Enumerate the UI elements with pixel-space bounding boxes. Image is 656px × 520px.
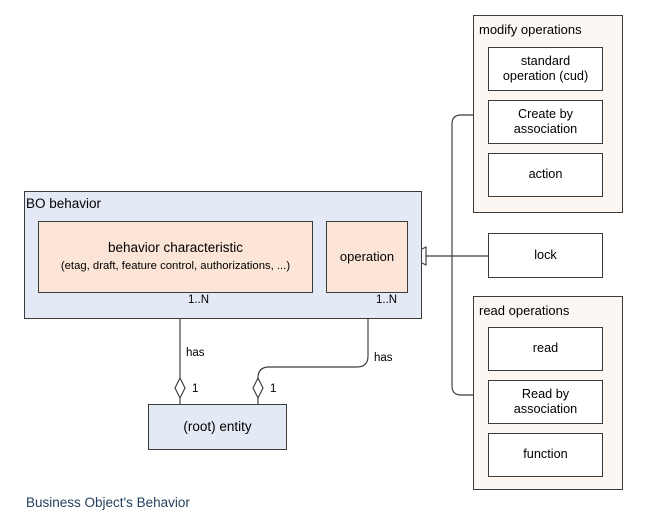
leaf-read-line1: read	[532, 341, 559, 356]
diagram-caption: Business Object's Behavior	[26, 495, 190, 510]
multiplicity-operation: 1..N	[376, 294, 398, 306]
multiplicity-entity-behavior-end: 1	[192, 383, 199, 395]
leaf-function[interactable]: function	[488, 433, 603, 477]
group-modify-operations-title: modify operations	[479, 22, 582, 37]
behavior-characteristic-node[interactable]: behavior characteristic (etag, draft, fe…	[38, 221, 313, 293]
operation-title: operation	[339, 249, 395, 265]
leaf-read-by-association-line1: Read by	[521, 386, 570, 401]
operation-node[interactable]: operation	[326, 221, 408, 293]
root-entity-node[interactable]: (root) entity	[148, 404, 287, 450]
association-label-operation-has: has	[374, 352, 393, 364]
leaf-create-by-association-line1: Create by	[517, 106, 573, 121]
leaf-standard-operation[interactable]: standard operation (cud)	[488, 47, 603, 91]
leaf-action[interactable]: action	[488, 153, 603, 197]
behavior-characteristic-subtitle: (etag, draft, feature control, authoriza…	[60, 260, 291, 273]
leaf-read[interactable]: read	[488, 327, 603, 371]
leaf-create-by-association-line2: association	[513, 122, 578, 136]
leaf-lock[interactable]: lock	[488, 233, 603, 278]
leaf-read-by-association[interactable]: Read by association	[488, 380, 603, 424]
root-entity-label: (root) entity	[183, 418, 252, 434]
leaf-lock-label: lock	[534, 247, 557, 262]
branch-to-read-operations	[451, 256, 473, 396]
leaf-standard-operation-line1: standard	[520, 53, 571, 68]
group-read-operations-title: read operations	[479, 303, 570, 318]
branch-to-modify-operations	[451, 114, 473, 256]
leaf-create-by-association[interactable]: Create by association	[488, 100, 603, 144]
bo-behavior-title: BO behavior	[26, 196, 102, 211]
multiplicity-behavior-characteristic: 1..N	[188, 294, 210, 306]
leaf-read-by-association-line2: association	[513, 402, 578, 416]
aggregation-diamond-behavior	[174, 376, 186, 400]
leaf-action-line1: action	[528, 167, 563, 182]
leaf-standard-operation-line2: operation (cud)	[502, 69, 589, 83]
association-label-behavior-has: has	[186, 347, 205, 359]
multiplicity-entity-operation-end: 1	[270, 383, 277, 395]
aggregation-diamond-operation	[252, 376, 264, 400]
behavior-characteristic-title: behavior characteristic	[107, 239, 244, 255]
leaf-function-line1: function	[523, 447, 568, 462]
